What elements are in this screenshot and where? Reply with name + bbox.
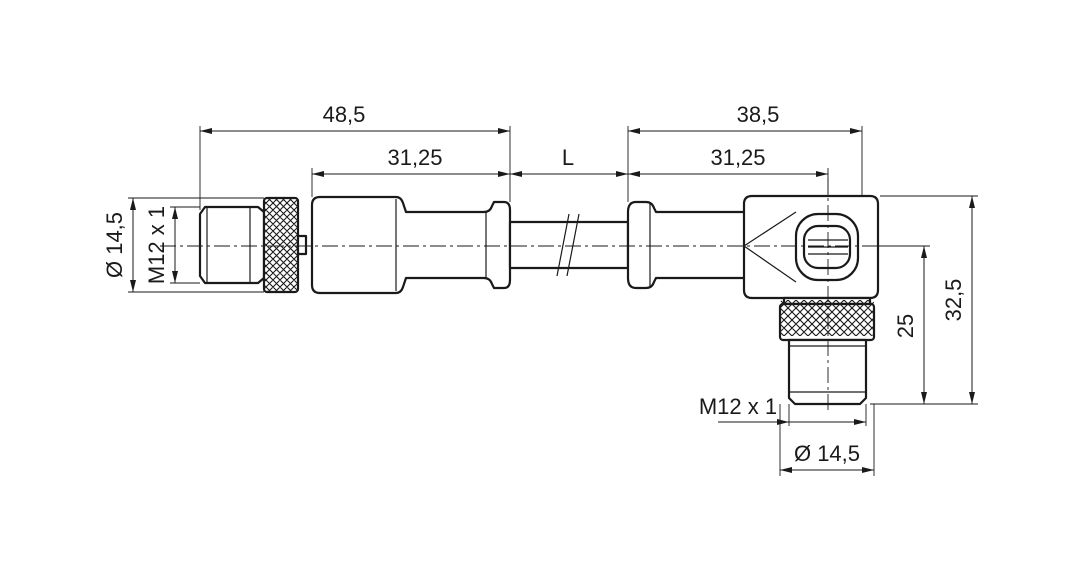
cable: [508, 213, 630, 277]
right-thread-tip: [787, 338, 868, 406]
left-knurl-pattern: [264, 198, 298, 292]
dim-label-right-diameter: Ø 14,5: [794, 441, 860, 466]
left-straight-connector: [198, 195, 512, 295]
left-thread-tip: [198, 205, 266, 285]
cable-break-mark: [566, 213, 580, 277]
dim-label-right-overall: 38,5: [737, 102, 780, 127]
dim-label-right-thread: M12 x 1: [699, 394, 777, 419]
cable-break-mark: [556, 213, 570, 277]
left-nut-ring: [296, 234, 308, 256]
housing-facet: [743, 245, 797, 283]
right-angled-connector: [626, 194, 880, 406]
left-body: [310, 195, 512, 295]
right-body-strain-relief: [626, 200, 748, 290]
right-knurl-pattern: [780, 300, 874, 336]
dim-label-left-thread: M12 x 1: [144, 206, 169, 284]
housing-facet: [743, 211, 797, 247]
cable-jacket: [508, 220, 630, 270]
dim-label-right-body: 31,25: [710, 145, 765, 170]
dim-label-right-overall-height: 32,5: [941, 279, 966, 322]
dim-label-left-body: 31,25: [387, 145, 442, 170]
dim-label-left-diameter: Ø 14,5: [102, 212, 127, 278]
dim-label-cable-length: L: [562, 145, 574, 170]
dim-label-left-overall: 48,5: [323, 102, 366, 127]
dimension-lines: [130, 128, 975, 473]
dim-label-right-thread-height: 25: [893, 314, 918, 338]
left-knurled-nut: [262, 196, 300, 294]
